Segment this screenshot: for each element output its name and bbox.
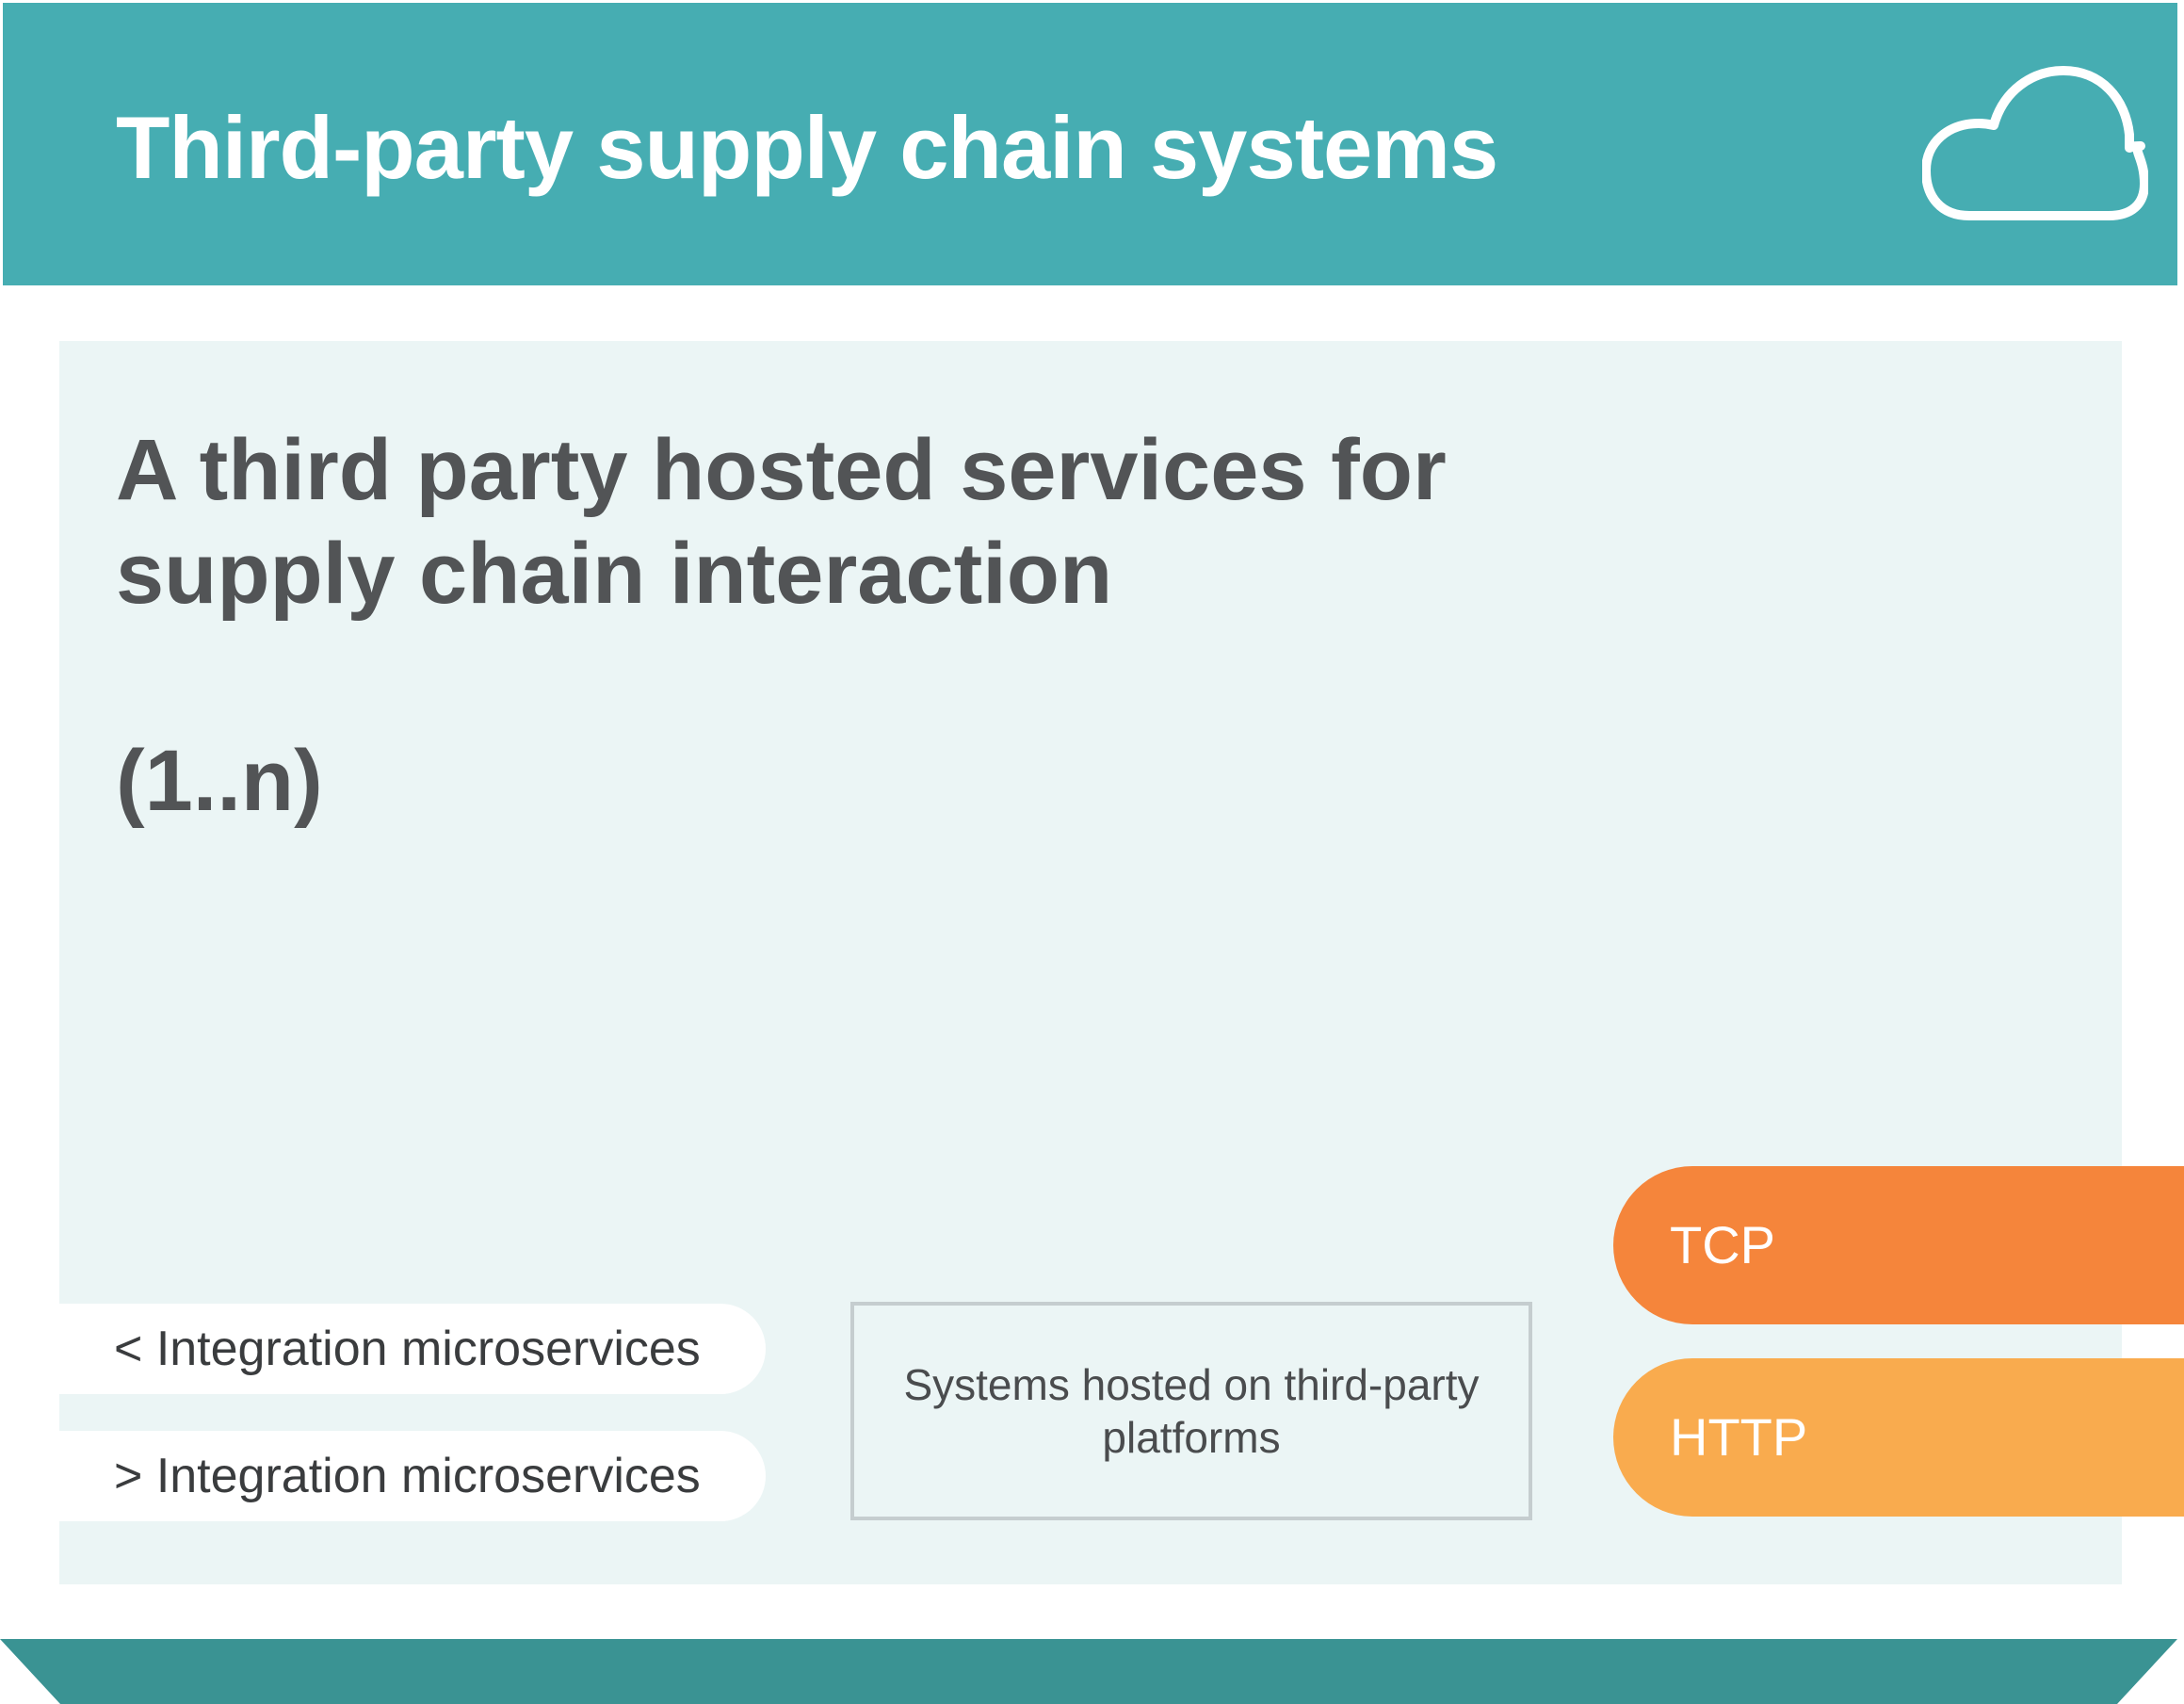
panel-title: A third party hosted services for supply… (116, 422, 1447, 622)
inbound-integration-pill: < Integration microservices (59, 1304, 766, 1394)
header-title: Third-party supply chain systems (116, 98, 1498, 197)
hosted-systems-label: Systems hosted on third-party platforms (903, 1360, 1480, 1462)
content-panel: A third party hosted services for supply… (59, 341, 2122, 1584)
cardinality-label: (1..n) (116, 733, 323, 829)
http-protocol-tab: HTTP (1613, 1358, 2184, 1517)
footer-bar (0, 1639, 2177, 1704)
header-bar: Third-party supply chain systems (3, 3, 2177, 285)
outbound-integration-pill: > Integration microservices (59, 1431, 766, 1521)
cloud-icon (1922, 66, 2148, 220)
hosted-systems-box: Systems hosted on third-party platforms (850, 1302, 1532, 1520)
tcp-protocol-tab: TCP (1613, 1166, 2184, 1324)
